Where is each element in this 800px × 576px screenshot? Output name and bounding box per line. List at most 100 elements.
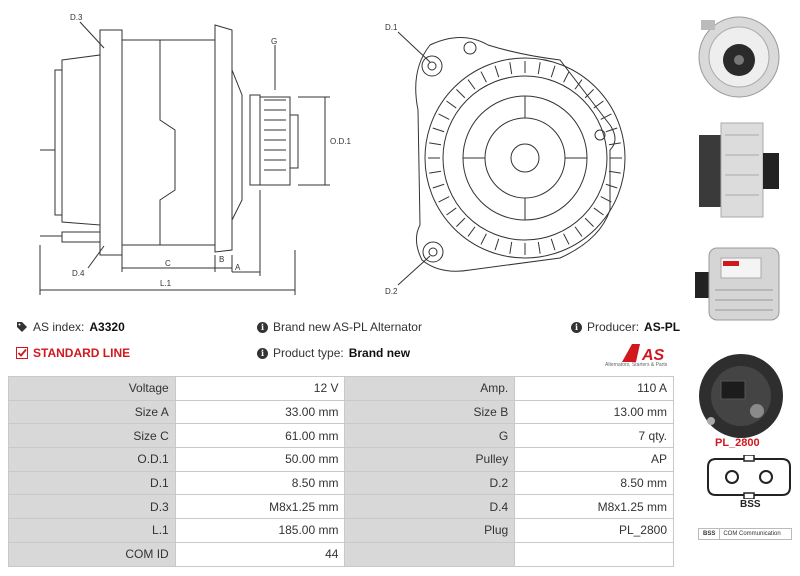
- fan-slots: [428, 61, 622, 255]
- label-c: C: [165, 259, 171, 268]
- spec-value: 33.00 mm: [174, 399, 346, 425]
- producer-label: Producer:: [587, 320, 640, 334]
- fan-slot: [608, 170, 621, 174]
- product-type-row: i Product type: Brand new: [257, 346, 410, 360]
- tag-icon: [17, 322, 27, 332]
- fan-slot: [432, 127, 445, 133]
- label-b: B: [219, 255, 224, 264]
- label-d2: D.2: [385, 287, 398, 296]
- fan-slot: [605, 183, 618, 189]
- producer-row: i Producer: AS-PL: [571, 320, 680, 334]
- fan-slot: [456, 89, 466, 99]
- fan-slot: [600, 113, 612, 120]
- com-text: COM Communication: [723, 531, 781, 537]
- fan-slot: [563, 233, 570, 245]
- spec-label: Size C: [8, 423, 176, 449]
- fan-slot: [563, 71, 570, 83]
- fan-slot: [600, 196, 612, 203]
- spec-value: PL_2800: [514, 518, 674, 543]
- alternator-side-photo[interactable]: [691, 115, 787, 225]
- spec-label: Plug: [344, 518, 516, 543]
- plug-connector-icon: [706, 454, 792, 500]
- fan-slot: [438, 196, 450, 203]
- fan-slot: [509, 241, 513, 254]
- spec-value: M8x1.25 mm: [174, 494, 346, 520]
- info-icon: i: [257, 347, 268, 359]
- spec-label: D.1: [8, 470, 176, 496]
- fan-slot: [467, 79, 476, 90]
- fan-slot: [550, 65, 556, 78]
- plug-label: BSS: [740, 499, 761, 510]
- spec-label: Pulley: [344, 447, 516, 472]
- plug-title: PL_2800: [715, 437, 760, 449]
- label-g: G: [271, 37, 277, 46]
- spec-label: Amp.: [344, 376, 516, 401]
- fan-slot: [574, 79, 583, 90]
- spec-value: 61.00 mm: [174, 423, 346, 449]
- spec-value: 8.50 mm: [514, 470, 674, 496]
- spec-label: L.1: [8, 518, 176, 543]
- info-icon: i: [257, 321, 268, 333]
- fan-slot: [432, 183, 445, 189]
- fan-slot: [584, 89, 594, 99]
- fan-slot: [446, 207, 457, 216]
- standard-line-row: STANDARD LINE: [16, 346, 130, 360]
- fan-slot: [480, 71, 487, 83]
- fan-slot: [593, 100, 604, 109]
- spec-label: D.2: [344, 470, 516, 496]
- label-l1: L.1: [160, 279, 172, 288]
- producer-value: AS-PL: [644, 320, 681, 334]
- product-type-label: Product type:: [273, 346, 344, 360]
- spec-value: 13.00 mm: [514, 399, 674, 425]
- technical-drawing: D.3 G O.D.1 D.4 C B A L.1 D.1 D.2: [0, 0, 680, 310]
- fan-slot: [494, 65, 500, 78]
- label-a: A: [235, 263, 241, 272]
- product-type-value: Brand new: [348, 346, 411, 360]
- alternator-label-photo[interactable]: [691, 228, 787, 338]
- label-d4: D.4: [72, 269, 85, 278]
- checkbox-checked-icon: [16, 347, 28, 359]
- fan-slot: [593, 207, 604, 216]
- alternator-rear-photo[interactable]: [691, 341, 787, 451]
- spec-value: 12 V: [174, 376, 346, 401]
- as-index-row: AS index: A3320: [16, 320, 125, 334]
- description-row: i Brand new AS-PL Alternator: [257, 320, 422, 334]
- spec-label: D.3: [8, 494, 176, 520]
- fan-slot: [446, 100, 457, 109]
- spec-value: M8x1.25 mm: [514, 494, 674, 520]
- spec-label: O.D.1: [8, 447, 176, 472]
- spec-value: 7 qty.: [514, 423, 674, 449]
- product-photos: [678, 2, 800, 454]
- fan-slot: [605, 127, 618, 133]
- fan-slot: [550, 238, 556, 251]
- spec-label: [344, 541, 516, 567]
- description-text: Brand new AS-PL Alternator: [273, 320, 422, 334]
- spec-value: 8.50 mm: [174, 470, 346, 496]
- fan-slot: [494, 238, 500, 251]
- spec-label: Size A: [8, 399, 176, 425]
- brand-tagline: Alternators, Starters & Parts: [605, 362, 668, 368]
- alternator-front-photo[interactable]: [691, 2, 787, 112]
- spec-label: D.4: [344, 494, 516, 520]
- fan-slot: [584, 217, 594, 227]
- dimension-drawing-svg: D.3 G O.D.1 D.4 C B A L.1 D.1 D.2: [39, 13, 626, 296]
- spec-value: [514, 541, 674, 567]
- spec-label: G: [344, 423, 516, 449]
- spec-label: Voltage: [8, 376, 176, 401]
- fan-slot: [574, 226, 583, 237]
- fan-slot: [608, 142, 621, 146]
- fan-slot: [537, 241, 541, 254]
- spec-value: 50.00 mm: [174, 447, 346, 472]
- fan-slot: [480, 233, 487, 245]
- label-d3: D.3: [70, 13, 83, 22]
- fan-slot: [537, 62, 541, 75]
